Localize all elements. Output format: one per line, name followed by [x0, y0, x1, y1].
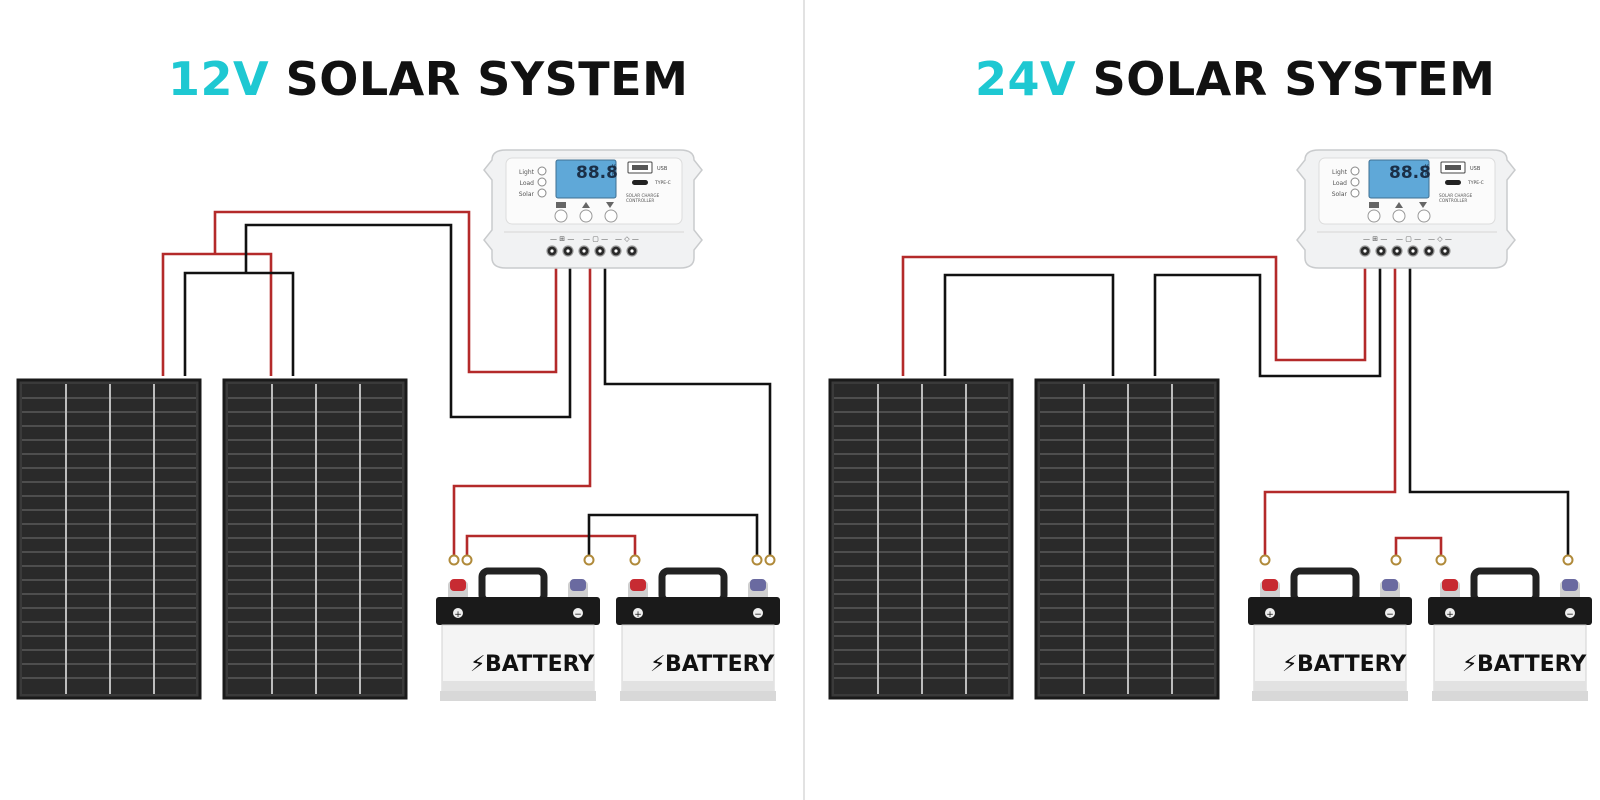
product-label-line1: SOLAR CHARGE	[1439, 193, 1473, 198]
title-24v: 24V SOLAR SYSTEM	[975, 52, 1495, 106]
controller-text-24v: Light Load Solar 88.8 V H USB TYPE-C SOL…	[1332, 163, 1484, 203]
battery-bolt-icon: ⚡	[1462, 652, 1477, 677]
wire-positive	[452, 266, 592, 556]
controller-text-12v: Light Load Solar 88.8 V H USB TYPE-C SOL…	[519, 163, 671, 203]
battery-bolt-icon: ⚡	[470, 652, 485, 677]
typec-label: TYPE-C	[1467, 180, 1484, 186]
wire-positive	[213, 210, 558, 374]
lcd-readout: 88.8	[576, 163, 618, 183]
indicator-solar-label: Solar	[1332, 191, 1348, 198]
title-12v: 12V SOLAR SYSTEM	[168, 52, 688, 106]
product-label-line2: CONTROLLER	[626, 198, 654, 203]
battery	[436, 571, 600, 701]
title-12v-text: SOLAR SYSTEM	[285, 52, 689, 106]
lugs-24v	[1259, 554, 1574, 566]
solar-panel	[828, 378, 1014, 700]
indicator-solar-label: Solar	[519, 191, 535, 198]
title-24v-voltage: 24V	[975, 52, 1077, 106]
usb-label: USB	[1470, 166, 1481, 172]
product-label-line2: CONTROLLER	[1439, 198, 1467, 203]
wire-negative	[244, 223, 572, 419]
lcd-unit-v: V	[612, 164, 616, 170]
title-12v-voltage: 12V	[168, 52, 270, 106]
wires-12v	[161, 210, 772, 556]
wire-negative	[1408, 266, 1570, 556]
wire-negative	[183, 271, 295, 376]
wire-positive	[1263, 266, 1397, 556]
indicator-load-label: Load	[1333, 180, 1348, 187]
diagram-12v	[16, 149, 780, 701]
indicator-light-label: Light	[1332, 169, 1348, 176]
battery-label: BATTERY	[665, 652, 775, 677]
battery-bolt-icon: ⚡	[1282, 652, 1297, 677]
battery	[616, 571, 780, 701]
lcd-unit-v: V	[1425, 164, 1429, 170]
battery-labels: ⚡ BATTERY ⚡ BATTERY ⚡ BATTERY ⚡ BATTERY	[470, 652, 1587, 677]
battery-label: BATTERY	[1477, 652, 1587, 677]
lcd-unit-h: H	[1425, 172, 1429, 178]
wires-24v	[901, 255, 1570, 556]
indicator-load-label: Load	[520, 180, 535, 187]
battery	[1428, 571, 1592, 701]
wire-positive	[465, 534, 637, 556]
battery-bolt-icon: ⚡	[650, 652, 665, 677]
wire-negative	[1153, 266, 1382, 378]
wire-negative	[587, 513, 759, 556]
usb-label: USB	[657, 166, 668, 172]
lugs-12v	[448, 554, 776, 566]
battery	[1248, 571, 1412, 701]
center-divider	[803, 0, 805, 800]
solar-panel	[1034, 378, 1220, 700]
title-24v-text: SOLAR SYSTEM	[1092, 52, 1496, 106]
lcd-unit-h: H	[612, 172, 616, 178]
diagram-24v	[828, 149, 1592, 701]
typec-label: TYPE-C	[654, 180, 671, 186]
wire-positive	[901, 255, 1367, 376]
wire-negative	[943, 273, 1115, 376]
battery-label: BATTERY	[1297, 652, 1407, 677]
lcd-readout: 88.8	[1389, 163, 1431, 183]
wire-negative	[603, 266, 772, 556]
solar-panel	[16, 378, 202, 700]
wire-positive	[161, 252, 273, 376]
wire-positive	[1394, 536, 1443, 556]
solar-panel	[222, 378, 408, 700]
indicator-light-label: Light	[519, 169, 535, 176]
battery-label: BATTERY	[485, 652, 595, 677]
product-label-line1: SOLAR CHARGE	[626, 193, 660, 198]
